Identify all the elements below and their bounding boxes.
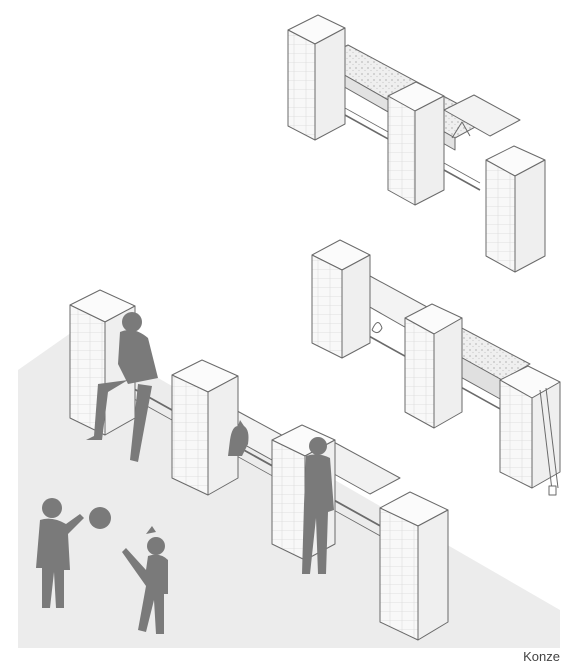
ball-figure	[89, 507, 111, 529]
caption-text: Konze	[523, 649, 560, 664]
bench-unit-top	[288, 15, 545, 272]
